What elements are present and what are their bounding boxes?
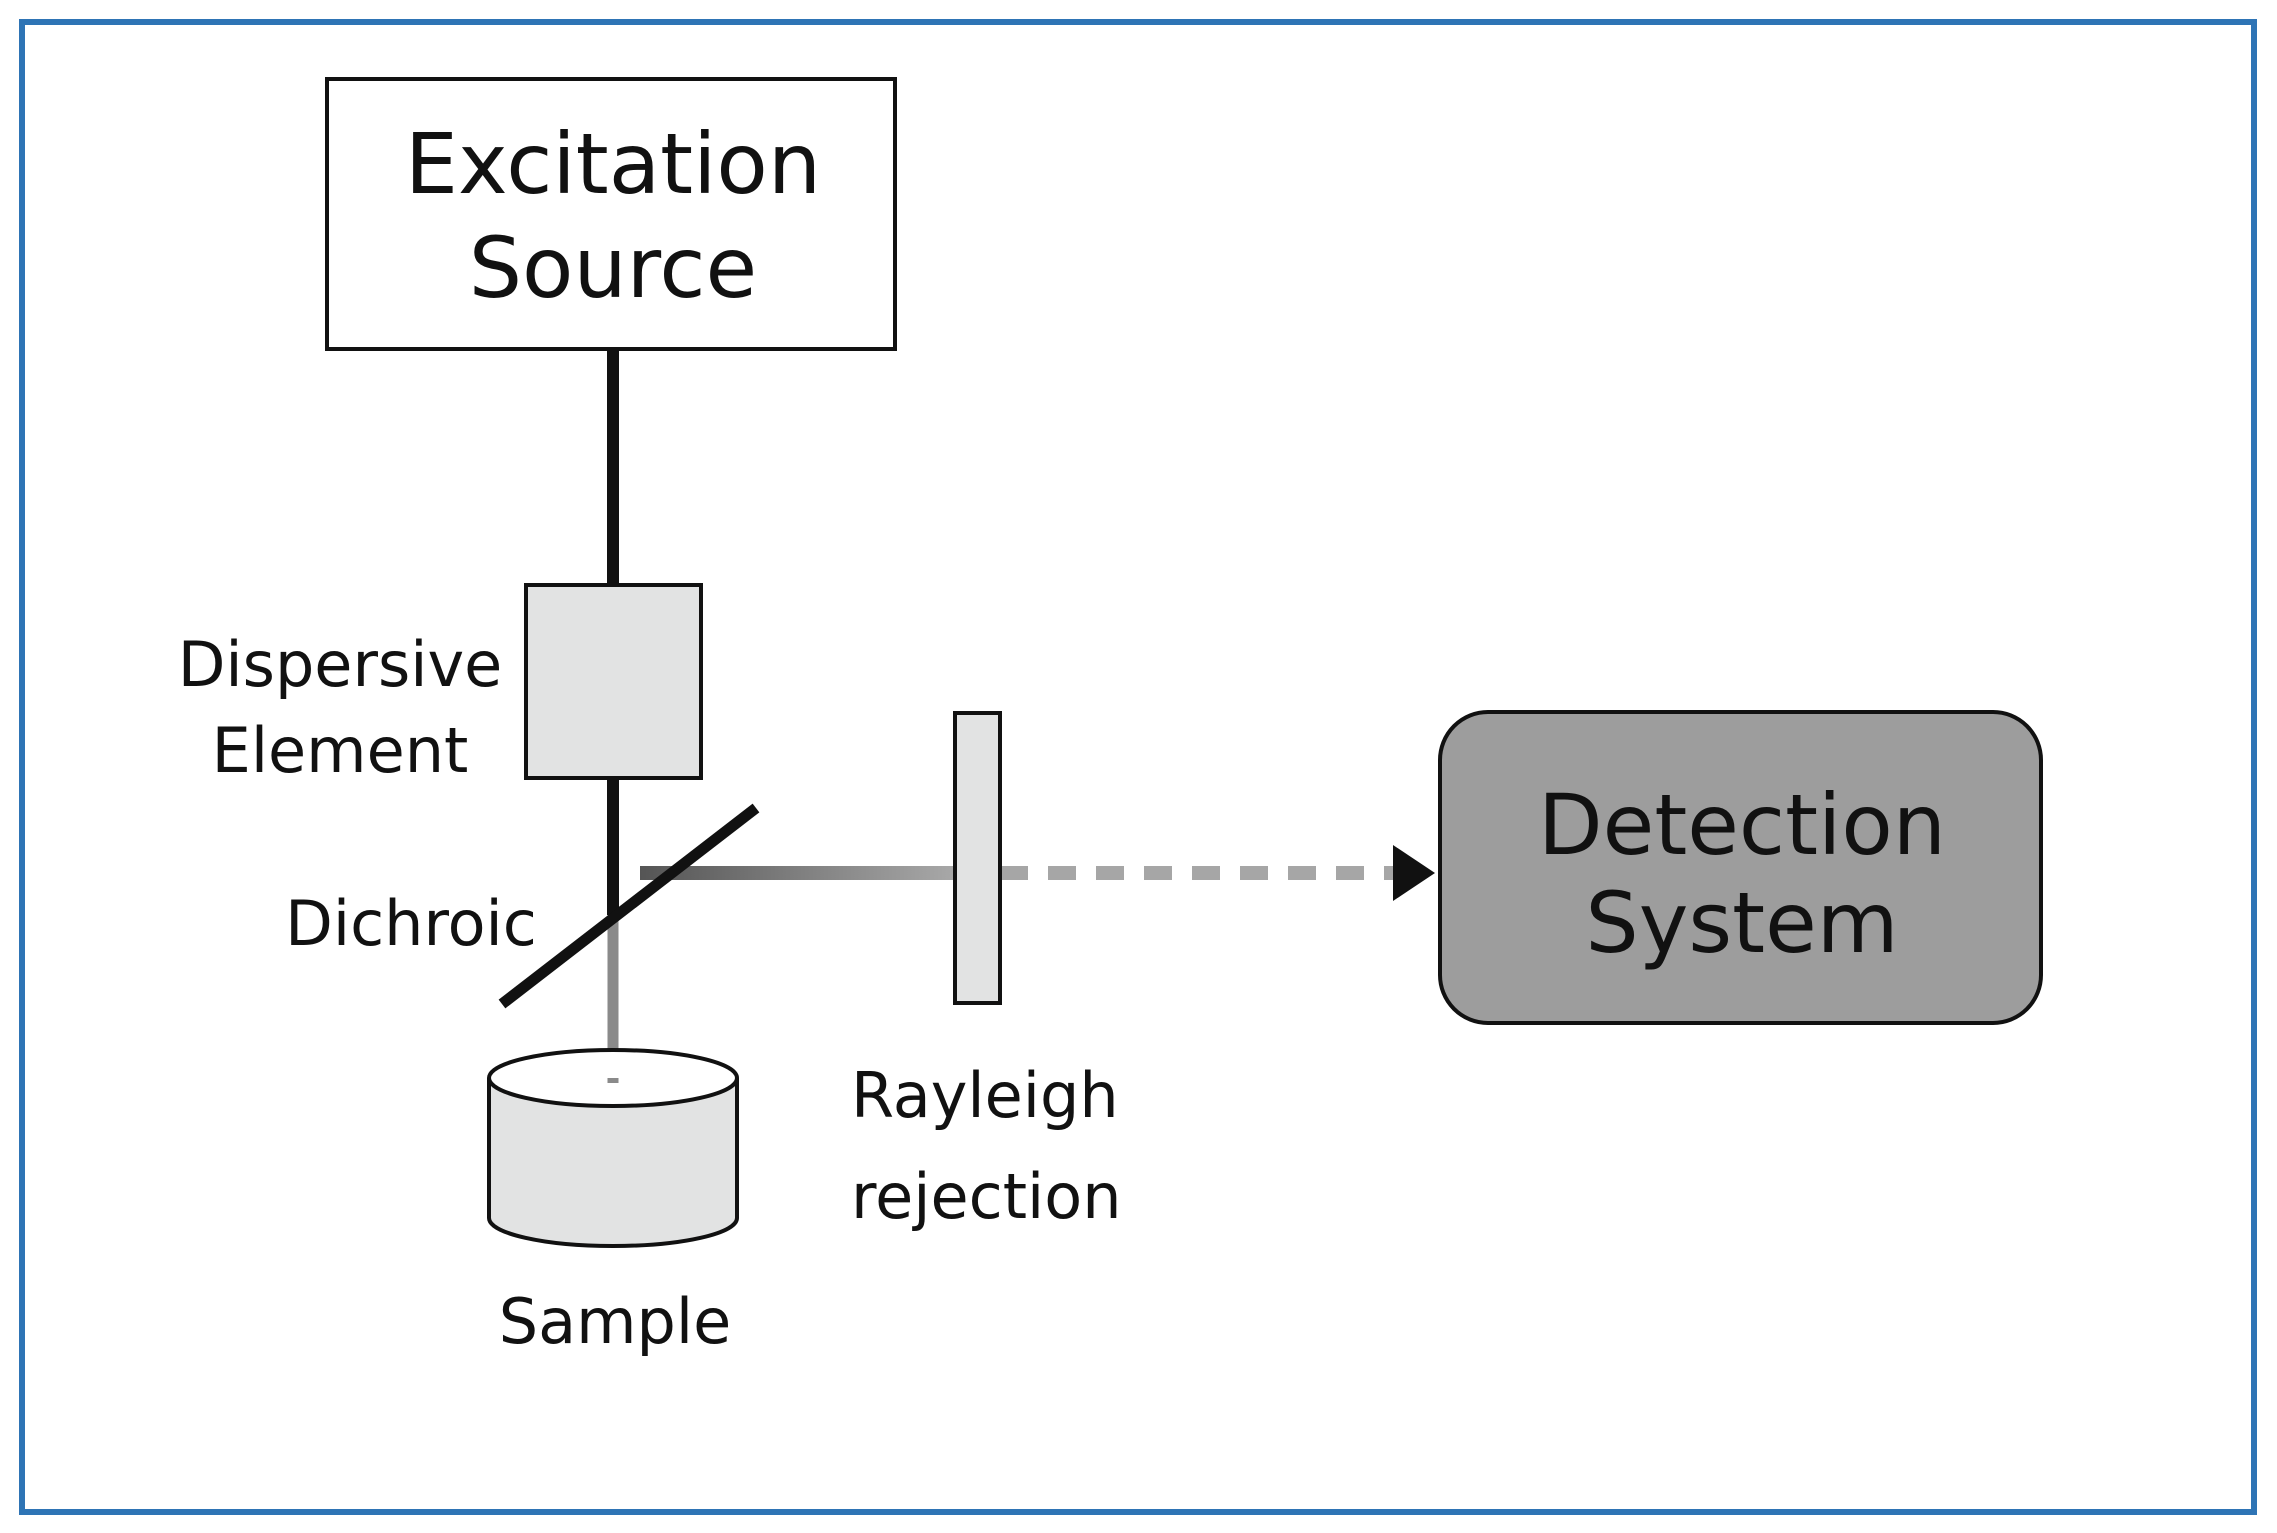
rayleigh-filter: [953, 711, 1002, 1005]
dispersive-element-label-line2: Element: [212, 714, 469, 787]
rayleigh-label-line2: rejection: [851, 1160, 1122, 1233]
detection-system-label-line2: System: [1585, 874, 1898, 972]
dichroic-label: Dichroic: [285, 887, 537, 960]
dispersive-element-box: [524, 583, 703, 780]
dichroic-mirror: [498, 803, 760, 1009]
dispersive-element-label-line1: Dispersive: [178, 628, 503, 701]
excitation-source-label-line1: Excitation: [405, 115, 821, 213]
rayleigh-label-line1: Rayleigh: [851, 1059, 1119, 1132]
detection-system-label-line1: Detection: [1538, 776, 1946, 874]
excitation-source-box: [325, 77, 897, 351]
sample-cylinder: [487, 1048, 739, 1248]
sample-label: Sample: [499, 1285, 731, 1358]
excitation-source-label-line2: Source: [469, 219, 758, 317]
detection-system-box: [1438, 710, 2043, 1025]
scattered-beam: [640, 866, 955, 880]
arrow-head: [1393, 845, 1435, 901]
